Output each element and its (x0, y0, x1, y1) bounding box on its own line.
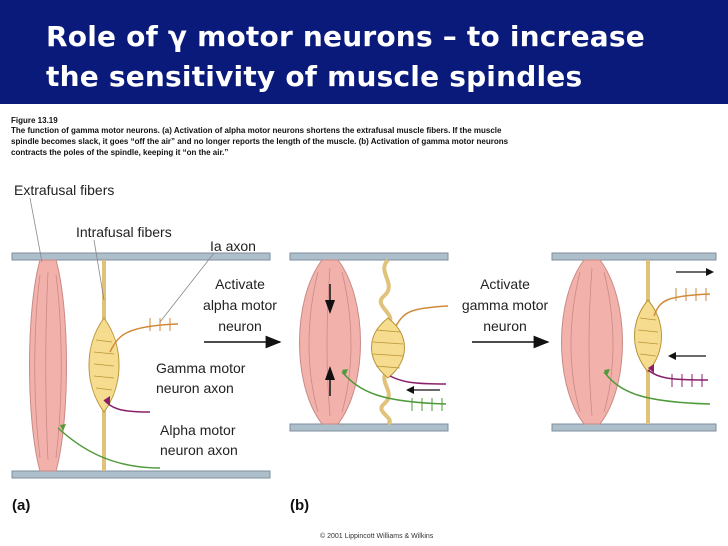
panel-label-a: (a) (12, 497, 31, 514)
label-activate-alpha-line-1: Activate (215, 276, 265, 292)
label-extrafusal-fibers: Extrafusal fibers (14, 182, 115, 198)
slide-title-line-2: the sensitivity of muscle spindles (46, 60, 583, 93)
gamma-axon-b2 (647, 369, 709, 381)
label-gamma-axon-line-1: Gamma motor (156, 360, 246, 376)
label-gamma-axon-line-2: neuron axon (156, 380, 234, 396)
label-activate-gamma-line-2: gamma motor (461, 297, 549, 313)
label-activate-gamma-line-1: Activate (480, 276, 530, 292)
bottom-bar-b2 (551, 423, 717, 432)
gamma-axon-a (103, 399, 151, 413)
slide-title-line-1: Role of γ motor neurons – to increase (46, 20, 645, 53)
figure-number: Figure 13.19 (11, 116, 58, 125)
top-bar-a (11, 252, 271, 261)
ia-axon-b2 (653, 293, 711, 317)
alpha-axon-a (57, 427, 161, 469)
alpha-axon-b2 (603, 371, 711, 405)
top-bar-b1 (289, 252, 449, 261)
extrafusal-muscle-b1 (299, 259, 361, 425)
label-ia-axon: Ia axon (210, 238, 256, 254)
bottom-bar-a (11, 470, 271, 479)
contract-arrow-up (325, 366, 335, 380)
spindle-capsule-b2 (634, 299, 662, 373)
gamma-axon-b1 (389, 375, 447, 385)
figure-caption-line-3: contracts the poles of the spindle, keep… (11, 148, 229, 157)
panel-a-diagram (11, 197, 271, 479)
figure-caption-line-1: The function of gamma motor neurons. (a)… (11, 126, 502, 135)
ia-axon-b1 (395, 305, 449, 327)
panel-b-middle-diagram (289, 252, 449, 432)
top-bar-b2 (551, 252, 717, 261)
label-activate-alpha-line-2: alpha motor (203, 297, 277, 313)
label-activate-gamma-line-3: neuron (483, 318, 527, 334)
ia-axon-a (109, 323, 179, 353)
label-alpha-axon-line-1: Alpha motor (160, 422, 236, 438)
slide-header: Role of γ motor neurons – to increase th… (0, 0, 728, 104)
spindle-capsule-b1 (371, 317, 405, 379)
extrafusal-muscle-b2 (561, 259, 623, 425)
label-activate-alpha-line-3: neuron (218, 318, 262, 334)
bottom-bar-b1 (289, 423, 449, 432)
slack-intrafusal-b1 (378, 258, 393, 326)
panel-label-b: (b) (290, 497, 310, 514)
label-alpha-axon-line-2: neuron axon (160, 442, 238, 458)
contract-arrow-down (325, 300, 335, 314)
extrafusal-muscle-a (29, 259, 67, 472)
alpha-axon-b1 (341, 371, 447, 405)
figure-caption-line-2: spindle becomes slack, it goes “off the … (11, 137, 509, 146)
copyright-notice: © 2001 Lippincott Williams & Wilkins (320, 533, 434, 540)
label-intrafusal-fibers: Intrafusal fibers (76, 224, 172, 240)
panel-b-right-diagram (551, 252, 717, 432)
